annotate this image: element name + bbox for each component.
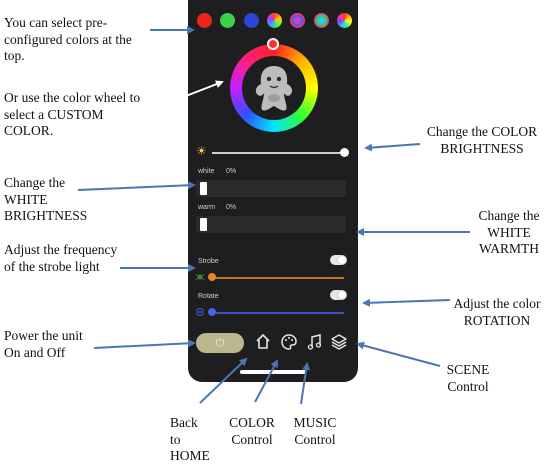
rotate-toggle[interactable] [330,290,347,300]
warmth-slider-handle[interactable] [200,218,207,231]
arrow-color-wheel [154,80,224,109]
preset-green-button[interactable] [220,13,235,28]
strobe-frequency-thumb[interactable] [208,273,216,281]
preset-rainbow-button[interactable] [267,13,282,28]
arrow-home [199,357,248,404]
rotate-label: Rotate [198,293,219,300]
color-wheel[interactable] [230,38,318,132]
rotate-icon [196,308,204,316]
strobe-toggle-knob [338,256,346,264]
arrow-white-brightness [77,181,196,191]
white-brightness-slider[interactable] [196,180,346,197]
power-icon: ⏻ [215,337,225,349]
phone-app-screen: ☀ white 0% warm 0% Strobe Rotate ⏻ [188,0,358,382]
music-note-icon[interactable] [306,332,324,352]
preset-fullspectrum-button[interactable] [337,13,352,28]
home-icon[interactable] [254,332,272,352]
layers-icon[interactable] [330,332,348,352]
preset-ring-button[interactable] [314,13,329,28]
lamp-mascot-icon [255,66,293,111]
strobe-label: Strobe [198,258,219,265]
warm-label: warm [198,204,216,211]
arrow-rotation [362,298,451,307]
home-indicator-bar[interactable] [240,370,306,374]
white-label: white [198,168,215,175]
warm-value: 0% [226,204,237,211]
color-brightness-thumb[interactable] [340,148,349,157]
white-slider-handle[interactable] [200,182,207,195]
preset-red-button[interactable] [197,13,212,28]
strobe-toggle[interactable] [330,255,347,265]
rotation-speed-thumb[interactable] [208,308,216,316]
rotate-toggle-knob [338,291,346,299]
preset-colors-note: You can select pre-configured colors at … [4,15,132,63]
arrow-color-control [254,359,278,403]
arrow-power [93,339,196,349]
preset-blue-button[interactable] [244,13,259,28]
arrow-color-brightness [364,143,421,152]
strobe-frequency-track[interactable] [210,277,344,279]
preset-magenta-button[interactable] [290,13,305,28]
color-brightness-track[interactable] [212,152,344,154]
wheel-selector-handle[interactable] [267,38,279,50]
arrow-scene [356,341,441,367]
arrow-music [300,362,311,405]
wheel-center [242,56,306,120]
rotation-speed-track[interactable] [210,312,344,314]
palette-icon[interactable] [280,332,298,352]
white-warmth-slider[interactable] [196,216,346,233]
white-value: 0% [226,168,237,175]
bug-icon [195,273,205,281]
sun-icon: ☀ [196,144,207,158]
power-button[interactable]: ⏻ [196,333,244,353]
